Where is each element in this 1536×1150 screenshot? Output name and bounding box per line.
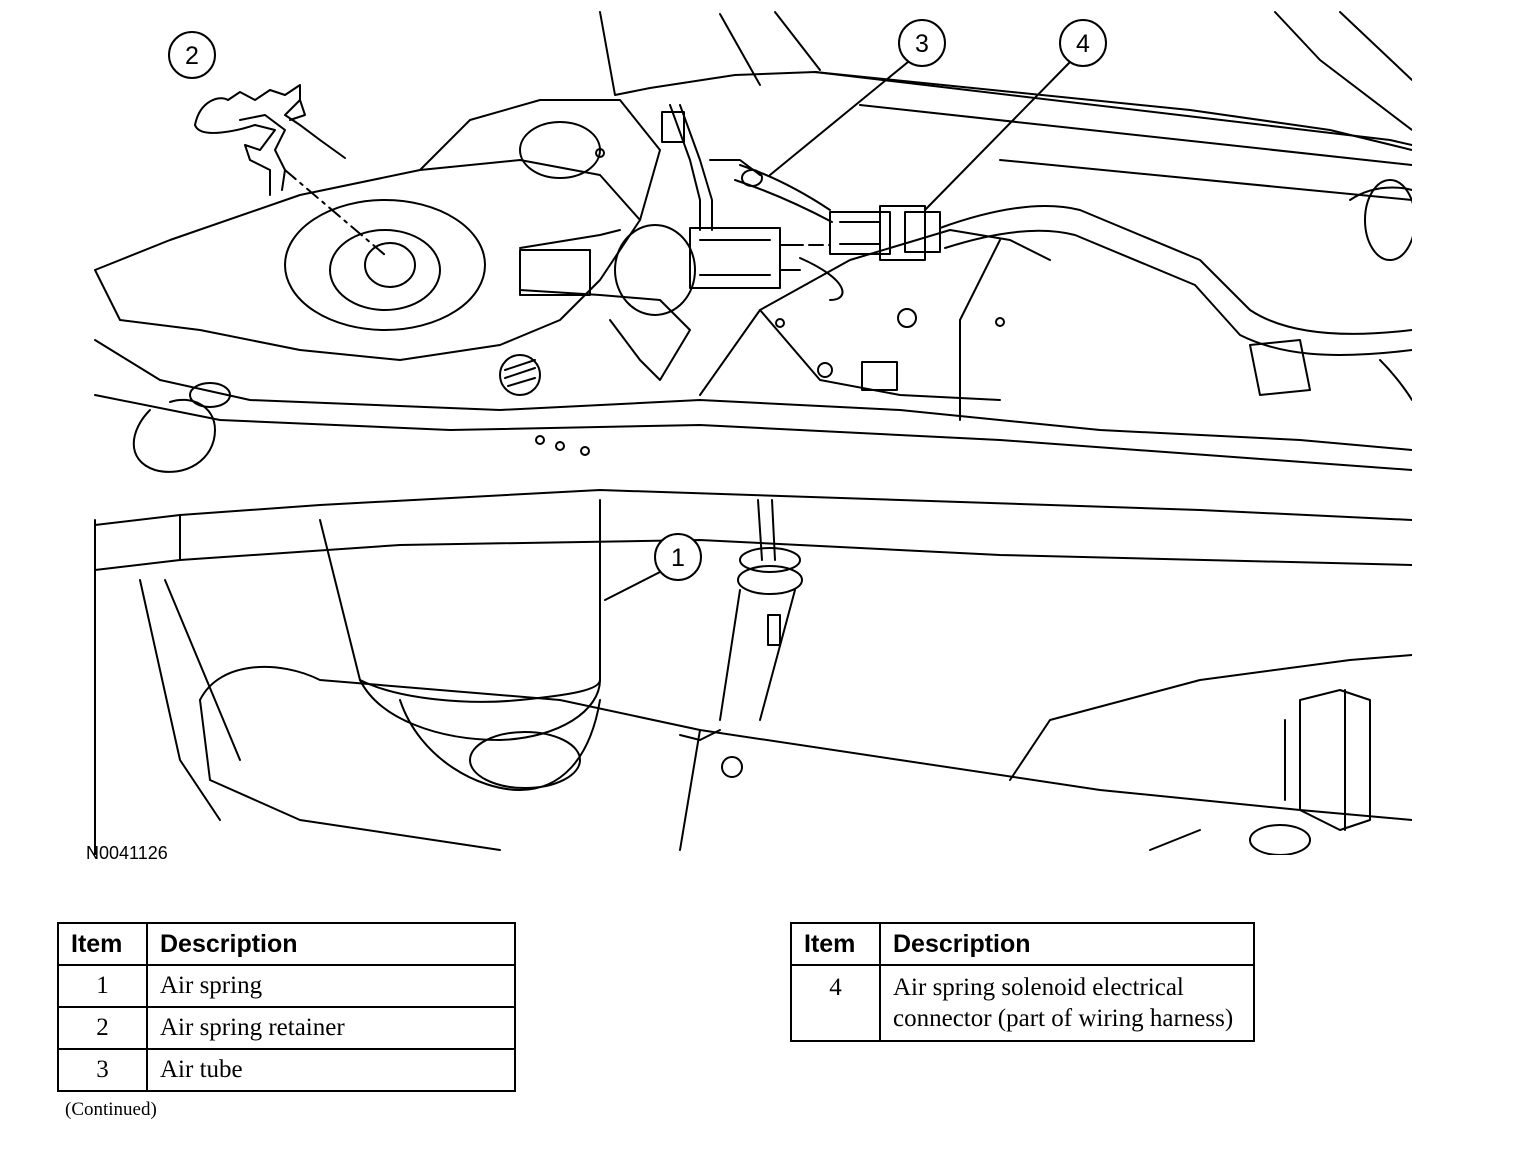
callout-1-label: 1 xyxy=(671,544,685,572)
continued-note: (Continued) xyxy=(65,1099,157,1120)
callout-2-label: 2 xyxy=(185,42,199,70)
description-header: Description xyxy=(146,922,516,966)
item-header: Item xyxy=(790,922,881,966)
legend-row: 3 Air tube xyxy=(57,1048,516,1092)
callout-4 xyxy=(924,19,1107,211)
item-description: Air spring xyxy=(146,964,516,1008)
legend-table-right: Item Description 4 Air spring solenoid e… xyxy=(790,922,1255,1042)
legend-row: 2 Air spring retainer xyxy=(57,1006,516,1050)
item-description: Air spring retainer xyxy=(146,1006,516,1050)
technical-illustration: 2 3 4 1 xyxy=(94,11,1412,855)
callout-2 xyxy=(168,31,216,79)
description-header: Description xyxy=(879,922,1255,966)
item-number: 3 xyxy=(57,1048,148,1092)
legend-header-row: Item Description xyxy=(57,922,516,966)
legend-table-left: Item Description 1 Air spring 2 Air spri… xyxy=(57,922,516,1092)
item-number: 1 xyxy=(57,964,148,1008)
item-number: 2 xyxy=(57,1006,148,1050)
item-number: 4 xyxy=(790,964,881,1042)
legend-row: 1 Air spring xyxy=(57,964,516,1008)
callout-3-label: 3 xyxy=(915,30,929,58)
item-description: Air tube xyxy=(146,1048,516,1092)
legend-header-row: Item Description xyxy=(790,922,1255,966)
retainer-clip xyxy=(194,84,386,256)
vehicle-drawing xyxy=(94,11,1412,855)
callout-1 xyxy=(604,533,702,601)
callout-4-label: 4 xyxy=(1076,30,1090,58)
item-header: Item xyxy=(57,922,148,966)
item-description: Air spring solenoid electrical connector… xyxy=(879,964,1255,1042)
legend-row: 4 Air spring solenoid electrical connect… xyxy=(790,964,1255,1042)
callout-3 xyxy=(769,19,946,176)
figure-id: N0041126 xyxy=(86,843,168,863)
